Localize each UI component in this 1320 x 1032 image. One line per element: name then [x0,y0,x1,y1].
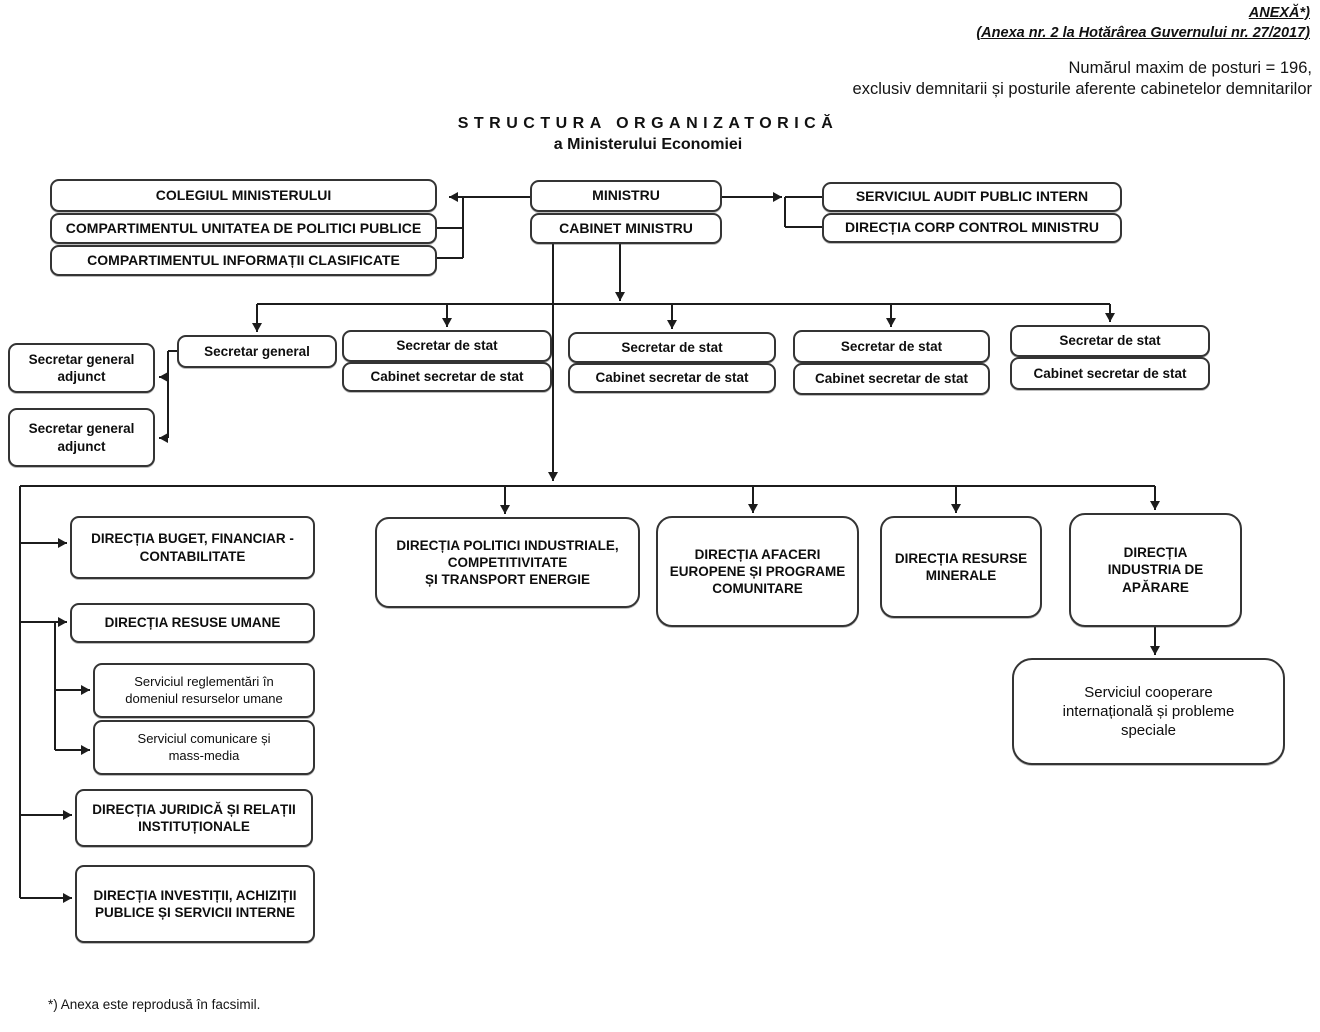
org-box-directia-investitii: DIRECȚIA INVESTIȚII, ACHIZIȚII PUBLICE Ș… [75,865,315,943]
org-box-cabinet-secretar-de-stat-4: Cabinet secretar de stat [1010,357,1210,390]
org-box-cabinet-secretar-de-stat-1: Cabinet secretar de stat [342,362,552,392]
org-box-secretar-de-stat-4: Secretar de stat [1010,325,1210,357]
annex-note: ANEXĂ*) (Anexa nr. 2 la Hotărârea Guvern… [976,4,1310,43]
org-box-colegiul-ministerului: COLEGIUL MINISTERULUI [50,179,437,212]
org-box-secretar-de-stat-1: Secretar de stat [342,330,552,362]
max-posts-note: Numărul maxim de posturi = 196, exclusiv… [853,58,1312,99]
posts-note-line2: exclusiv demnitarii și posturile aferent… [852,79,1312,98]
org-box-secretar-general-adjunct-1: Secretar general adjunct [8,343,155,393]
org-box-cabinet-ministru: CABINET MINISTRU [530,213,722,244]
chart-title-line1: STRUCTURA ORGANIZATORICĂ [457,115,839,132]
org-box-directia-resurse-minerale: DIRECȚIA RESURSE MINERALE [880,516,1042,618]
posts-note-line1: Numărul maxim de posturi = 196, [1068,59,1312,77]
annex-line2: (Anexa nr. 2 la Hotărârea Guvernului nr.… [976,24,1310,41]
org-box-secretar-general: Secretar general [177,335,337,368]
org-box-directia-industria-aparare: DIRECȚIA INDUSTRIA DE APĂRARE [1069,513,1242,627]
org-box-directia-resuse-umane: DIRECȚIA RESUSE UMANE [70,603,315,643]
org-box-directia-corp-control-ministru: DIRECȚIA CORP CONTROL MINISTRU [822,213,1122,243]
org-box-ministru: MINISTRU [530,180,722,212]
org-box-directia-politici-industriale: DIRECȚIA POLITICI INDUSTRIALE, COMPETITI… [375,517,640,608]
org-box-secretar-de-stat-3: Secretar de stat [793,330,990,363]
org-box-cabinet-secretar-de-stat-2: Cabinet secretar de stat [568,363,776,393]
org-box-serviciul-cooperare: Serviciul cooperare internațională și pr… [1012,658,1285,765]
chart-title-line2: a Ministerului Economiei [553,136,743,153]
org-box-serviciul-comunicare: Serviciul comunicare și mass-media [93,720,315,775]
org-box-serviciul-reglementari: Serviciul reglementări în domeniul resur… [93,663,315,718]
org-box-serviciul-audit-public-intern: SERVICIUL AUDIT PUBLIC INTERN [822,182,1122,212]
org-box-compartimentul-informatii-clasificate: COMPARTIMENTUL INFORMAȚII CLASIFICATE [50,245,437,276]
org-box-compartimentul-unitatea-politici-publice: COMPARTIMENTUL UNITATEA DE POLITICI PUBL… [50,213,437,244]
org-box-secretar-de-stat-2: Secretar de stat [568,332,776,363]
facsimile-footnote: *) Anexa este reprodusă în facsimil. [48,997,261,1012]
org-box-directia-buget: DIRECȚIA BUGET, FINANCIAR - CONTABILITAT… [70,516,315,579]
annex-line1: ANEXĂ*) [1248,5,1310,21]
org-box-secretar-general-adjunct-2: Secretar general adjunct [8,408,155,467]
org-box-cabinet-secretar-de-stat-3: Cabinet secretar de stat [793,363,990,395]
org-box-directia-juridica: DIRECȚIA JURIDICĂ ȘI RELAȚII INSTITUȚION… [75,789,313,847]
org-box-directia-afaceri-europene: DIRECȚIA AFACERI EUROPENE ȘI PROGRAME CO… [656,516,859,627]
chart-title: STRUCTURA ORGANIZATORICĂ a Ministerului … [0,115,1296,154]
